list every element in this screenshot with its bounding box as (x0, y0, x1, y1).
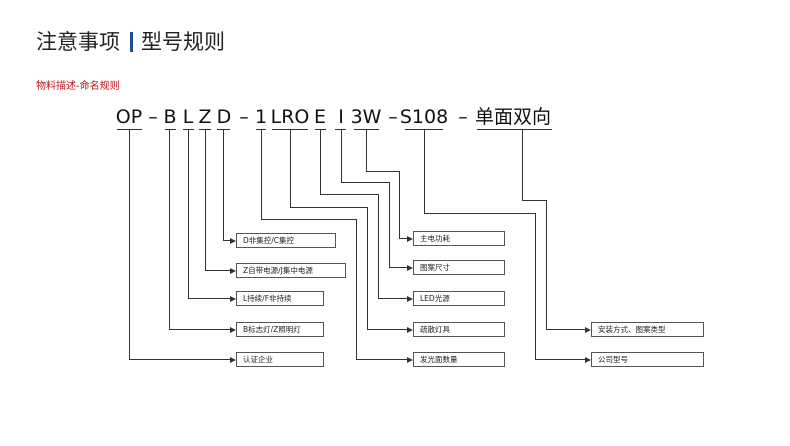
arrow-b (230, 326, 236, 333)
code-token-i: I (338, 106, 344, 128)
code-token-op: OP (115, 106, 143, 128)
underline-dual-sided (477, 129, 552, 130)
code-token-dash-4: – (458, 106, 468, 128)
connector-i-v2 (389, 182, 390, 268)
arrow-z (230, 267, 236, 274)
arrow-e (407, 295, 413, 302)
connector-z-h (205, 270, 231, 271)
connector-dual-sided-v2 (546, 200, 547, 330)
connector-e-v2 (378, 194, 379, 299)
code-token-3w: 3W (350, 106, 382, 128)
arrow-dual-sided (585, 326, 591, 333)
connector-e-h2 (378, 298, 408, 299)
code-token-e: E (313, 106, 327, 128)
underline-lro (272, 129, 308, 130)
arrow-1 (407, 356, 413, 363)
connector-e-h1 (320, 194, 379, 195)
label-power-source: Z自带电源/J集中电源 (236, 263, 346, 278)
connector-1-v2 (356, 219, 357, 360)
connector-l (188, 130, 189, 299)
connector-b-h (169, 329, 231, 330)
connector-e (320, 130, 321, 195)
underline-z (199, 129, 211, 130)
title-separator (130, 32, 133, 52)
arrow-3w (407, 235, 413, 242)
connector-i-h2 (389, 267, 408, 268)
label-company-model: 公司型号 (591, 352, 704, 367)
connector-z (205, 130, 206, 271)
connector-1-h2 (356, 359, 408, 360)
title-right: 型号规则 (141, 30, 225, 54)
connector-dual-sided-h1 (522, 200, 547, 201)
code-token-lro: LRO (270, 106, 310, 128)
underline-e (315, 129, 326, 130)
code-token-dual-sided: 单面双向 (474, 106, 552, 128)
connector-op-h (129, 359, 231, 360)
label-lamp-type: B标志灯/Z照明灯 (236, 322, 324, 337)
connector-s108 (424, 130, 425, 214)
label-main-power-consumption: 主电功耗 (413, 231, 505, 246)
connector-lro-h1 (290, 207, 368, 208)
label-certified-company: 认证企业 (236, 352, 324, 367)
arrow-lro (407, 326, 413, 333)
underline-s108 (405, 129, 443, 130)
code-token-d: D (216, 106, 232, 128)
connector-3w-h1 (366, 171, 400, 172)
code-token-b: B (163, 106, 177, 128)
connector-1-h1 (261, 219, 357, 220)
label-emitting-face-count: 发光面数量 (413, 352, 505, 367)
code-token-dash-2: – (239, 106, 249, 128)
arrow-s108 (585, 356, 591, 363)
arrow-d (230, 237, 236, 244)
connector-dual-sided (522, 130, 523, 201)
connector-1 (261, 130, 262, 220)
label-pattern-size: 图案尺寸 (413, 260, 505, 275)
connector-dual-sided-h2 (546, 329, 586, 330)
label-mounting-pattern-type: 安装方式、图案类型 (591, 322, 704, 337)
section-subtitle: 物料描述-命名规则 (36, 81, 120, 92)
connector-lro-v2 (367, 207, 368, 330)
label-led-source: LED光源 (413, 291, 505, 306)
underline-i (335, 129, 346, 130)
underline-3w (354, 129, 379, 130)
code-token-dash-3: – (388, 106, 398, 128)
connector-s108-h2 (535, 359, 586, 360)
connector-d (223, 130, 224, 241)
page-title: 注意事项型号规则 (36, 26, 225, 56)
arrow-i (407, 264, 413, 271)
connector-d-h (223, 240, 231, 241)
code-token-z: Z (198, 106, 212, 128)
connector-s108-v2 (535, 213, 536, 360)
connector-lro (290, 130, 291, 208)
underline-1 (256, 129, 266, 130)
connector-3w (366, 130, 367, 172)
label-control-type: D非集控/C集控 (236, 233, 336, 248)
code-token-1: 1 (254, 106, 268, 128)
underline-d (217, 129, 230, 130)
title-left: 注意事项 (36, 30, 120, 54)
underline-l (183, 129, 194, 130)
label-operation-mode: L持续/F非持续 (236, 291, 324, 306)
connector-i-h1 (341, 182, 390, 183)
code-token-s108: S108 (399, 106, 449, 128)
code-token-l: L (182, 106, 194, 128)
connector-op (129, 130, 130, 360)
connector-i (341, 130, 342, 183)
label-evacuation-luminaire: 疏散灯具 (413, 322, 505, 337)
connector-l-h (188, 298, 231, 299)
connector-s108-h1 (424, 213, 536, 214)
arrow-l (230, 295, 236, 302)
connector-lro-h2 (367, 329, 408, 330)
underline-op (117, 129, 142, 130)
arrow-op (230, 356, 236, 363)
connector-b (169, 130, 170, 330)
underline-b (165, 129, 176, 130)
connector-3w-h2 (399, 238, 408, 239)
connector-3w-v2 (399, 171, 400, 239)
code-token-dash-1: – (148, 106, 158, 128)
